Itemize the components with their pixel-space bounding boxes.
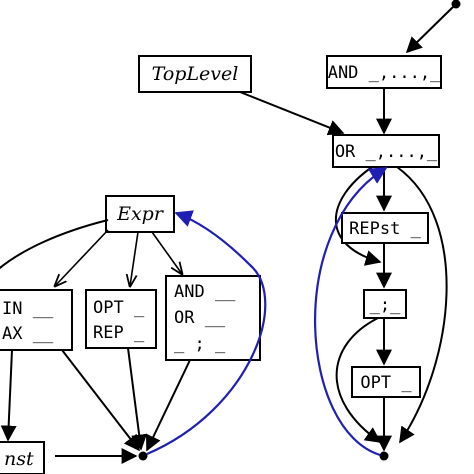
edge-inmax-to-const	[0, 349, 17, 442]
right-bottom-dot	[379, 451, 389, 461]
node-and-or-label-2: OR __	[174, 308, 226, 328]
node-opt	[351, 366, 421, 398]
node-opt-rep-label-1: OPT _	[93, 298, 145, 318]
edge-expr-to-andor	[151, 231, 182, 274]
node-top-level	[138, 55, 252, 93]
node-rep-st-label: REPst _	[349, 219, 421, 239]
node-const-label: nst	[4, 448, 34, 470]
node-or-top-label: OR _,...,_	[335, 142, 438, 162]
edge-or-bypass-right	[396, 166, 448, 444]
left-bottom-dot	[138, 451, 148, 461]
node-semi-label: _;_	[370, 295, 401, 315]
edge-or-bypass-left	[335, 166, 382, 266]
node-and-top	[326, 55, 442, 89]
back-edge-left	[146, 210, 267, 456]
node-opt-label: OPT _	[360, 373, 412, 393]
node-in-max-label-2: AX __	[2, 324, 54, 344]
node-expr	[105, 195, 175, 233]
edge-inmax-to-dot	[61, 349, 140, 452]
edge-toplevel-to-or	[239, 91, 345, 136]
node-and-or-label-3: _ ; _	[174, 334, 226, 354]
top-dot	[451, 0, 461, 9]
node-opt-rep	[85, 289, 157, 349]
right-graph: AND _,...,_ TopLevel OR _,...,_ REPst _ …	[138, 0, 461, 461]
node-opt-rep-label-2: REP _	[93, 323, 145, 343]
node-and-or-label-1: AND __	[174, 282, 236, 302]
node-in-max	[0, 289, 73, 351]
edge-expr-to-inmax	[55, 229, 109, 286]
node-expr-label: Expr	[116, 203, 165, 225]
edge-semi-bypass-left	[335, 317, 382, 443]
node-semi	[363, 289, 407, 319]
edge-andor-to-dot	[145, 359, 191, 452]
edge-top-to-and	[405, 6, 454, 54]
node-and-or	[165, 275, 261, 361]
left-graph: Expr IN __ AX __ OPT _ REP _ AND __ OR _…	[0, 195, 267, 474]
edge-expr-to-optrep	[130, 231, 139, 286]
node-top-level-label: TopLevel	[152, 63, 239, 85]
node-or-top	[332, 134, 440, 168]
node-const	[0, 441, 45, 474]
node-and-top-label: AND _,...,_	[328, 63, 441, 83]
back-edge-right	[314, 167, 388, 457]
edge-optrep-to-dot	[127, 347, 148, 451]
node-in-max-label-1: IN __	[2, 299, 54, 319]
edge-expr-offscreen	[0, 219, 109, 270]
